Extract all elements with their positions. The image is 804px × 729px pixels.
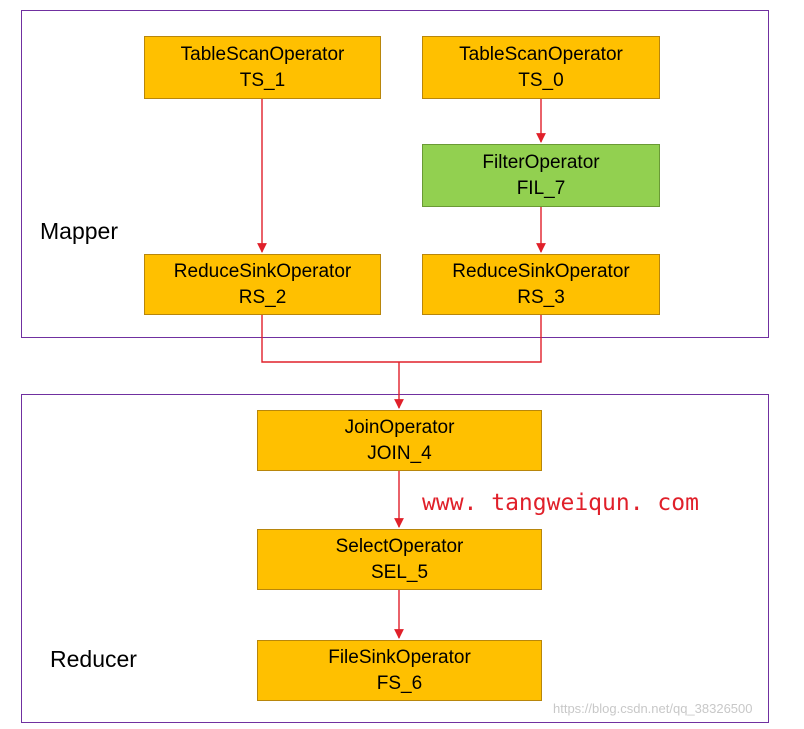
operator-fs-6: FileSinkOperator FS_6	[257, 640, 542, 701]
operator-rs-2: ReduceSinkOperator RS_2	[144, 254, 381, 315]
operator-name: ReduceSinkOperator	[452, 260, 630, 282]
operator-id: TS_1	[239, 69, 286, 91]
reducer-region	[21, 394, 769, 723]
reducer-label: Reducer	[50, 646, 137, 672]
operator-id: SEL_5	[370, 561, 429, 583]
operator-name: SelectOperator	[335, 535, 464, 557]
operator-fil-7: FilterOperator FIL_7	[422, 144, 660, 207]
operator-id: FIL_7	[516, 177, 566, 199]
csdn-watermark: https://blog.csdn.net/qq_38326500	[553, 701, 753, 716]
operator-rs-3: ReduceSinkOperator RS_3	[422, 254, 660, 315]
site-watermark: www. tangweiqun. com	[422, 490, 699, 516]
operator-id: RS_3	[517, 286, 565, 308]
operator-ts-1: TableScanOperator TS_1	[144, 36, 381, 99]
operator-name: FilterOperator	[482, 151, 600, 173]
operator-name: ReduceSinkOperator	[173, 260, 352, 282]
operator-id: RS_2	[238, 286, 287, 308]
operator-id: JOIN_4	[367, 442, 432, 464]
operator-ts-0: TableScanOperator TS_0	[422, 36, 660, 99]
operator-name: TableScanOperator	[180, 43, 345, 65]
mapper-label: Mapper	[40, 218, 118, 244]
operator-name: FileSinkOperator	[328, 646, 471, 668]
operator-sel-5: SelectOperator SEL_5	[257, 529, 542, 590]
operator-name: JoinOperator	[344, 416, 455, 438]
operator-id: FS_6	[376, 672, 423, 694]
operator-name: TableScanOperator	[459, 43, 623, 65]
operator-id: TS_0	[518, 69, 564, 91]
operator-join-4: JoinOperator JOIN_4	[257, 410, 542, 471]
